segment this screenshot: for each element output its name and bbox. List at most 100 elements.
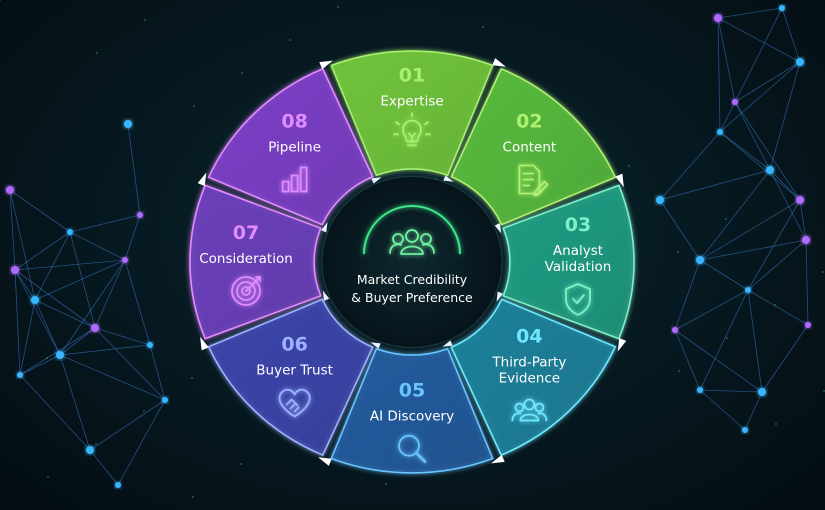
network-node [672,327,678,333]
background-star [143,410,145,412]
network-line [674,259,701,331]
network-node [779,5,785,11]
step-label: Analyst [553,243,603,259]
background-star [289,39,291,41]
network-line [59,327,96,356]
network-line [89,399,166,451]
step-number: 01 [399,64,425,86]
inner-arrow-icon [371,177,382,184]
segment-shape [189,184,322,340]
network-node [115,482,121,488]
network-line [719,131,801,201]
step-label: Validation [545,259,612,275]
center-hub: Market Credibility& Buyer Preference [321,176,503,348]
outer-arrow-icon [491,454,505,464]
network-line [699,389,746,431]
network-line [699,289,749,391]
step-label: Pipeline [268,139,321,155]
network-line [699,239,807,261]
background-star [193,105,195,107]
network-line [717,7,783,19]
cycle-segments: 01Expertise02Content03AnalystValidation0… [189,50,635,474]
step-label: Third-Party [491,355,566,371]
network-line [699,169,771,261]
handshake-heart-icon [278,388,311,418]
segment-shape [502,184,635,340]
network-line [674,329,763,393]
lightbulb-icon [393,112,431,147]
network-node [796,58,804,66]
network-node [766,166,774,174]
background-star [678,370,680,372]
network-node [11,266,19,274]
network-node [147,342,153,348]
network-line [19,354,61,376]
network-line [674,289,749,331]
background-star [94,324,96,326]
cycle-arrows [197,58,627,466]
network-line [769,169,801,201]
background-star [95,443,97,445]
network-line [14,269,21,376]
inner-arrow-icon [370,342,381,349]
network-line [734,7,783,103]
network-node [805,322,811,328]
outer-arrow-icon [492,58,506,67]
network-line [14,269,36,301]
network-line [747,199,801,291]
network-line [734,101,801,201]
network-line [14,259,126,271]
network-line [699,389,763,393]
inner-arrow-icon [494,223,502,234]
network-line [124,214,141,261]
inner-arrow-icon [496,291,503,302]
network-line [699,199,801,261]
network-line [14,231,71,271]
background-star [241,72,243,74]
network-line [19,299,36,376]
bar-chart-icon [281,166,308,193]
background-star [337,6,339,8]
network-line [19,374,91,451]
step-number: 08 [281,110,307,132]
outer-arrow-icon [617,337,627,352]
network-line [59,259,126,356]
background-star [144,19,146,21]
network-line [659,169,771,201]
hub-label: & Buyer Preference [351,290,473,305]
network-line [117,399,166,486]
people-icon [511,398,548,422]
inner-arrow-icon [443,175,454,182]
network-line [769,169,807,241]
network-node [91,324,99,332]
shield-check-icon [565,283,591,316]
network-node [745,287,751,293]
network-node [732,99,738,105]
outer-arrow-icon [615,173,624,188]
step-number: 07 [233,222,259,244]
background-star [0,0,1,1]
background-star [482,26,484,28]
network-line [14,269,96,329]
step-number: 04 [516,326,542,348]
network-line [699,259,749,291]
network-line [9,189,71,233]
network-line [744,391,763,431]
network-line [19,327,96,376]
inner-arrow-icon [321,222,328,233]
network-node [696,256,704,264]
network-node [714,14,722,22]
network-node [162,397,168,403]
step-number: 06 [281,334,307,356]
network-line [781,7,801,63]
network-line [69,231,126,261]
background-network-decoration [0,0,825,498]
network-line [9,189,16,271]
network-node [31,296,39,304]
magnifier-icon [398,434,427,464]
